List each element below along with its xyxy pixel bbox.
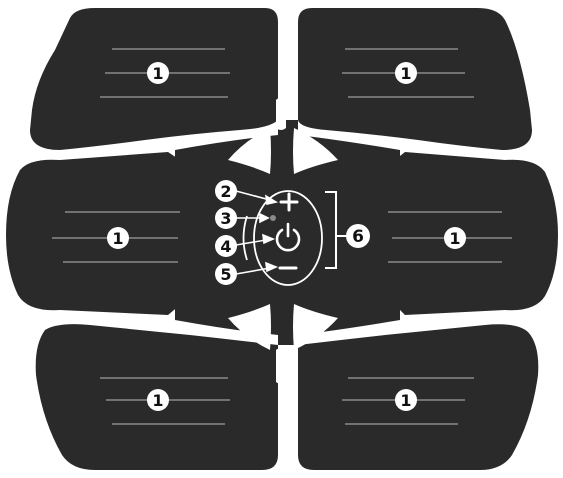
- svg-text:1: 1: [400, 391, 411, 410]
- zone-left-label: 1: [107, 227, 129, 249]
- svg-text:1: 1: [152, 64, 163, 83]
- callout-power: 4: [215, 235, 237, 257]
- zone-top-left-label: 1: [147, 62, 169, 84]
- svg-text:5: 5: [220, 265, 231, 284]
- svg-text:1: 1: [152, 391, 163, 410]
- svg-text:4: 4: [220, 237, 231, 256]
- svg-text:1: 1: [112, 229, 123, 248]
- indicator-light: [270, 215, 276, 221]
- svg-text:6: 6: [352, 227, 364, 247]
- zone-top-right-label: 1: [395, 62, 417, 84]
- callout-indicator: 3: [215, 207, 237, 229]
- svg-text:3: 3: [220, 209, 231, 228]
- callout-plus: 2: [215, 180, 237, 202]
- zone-bottom-left-label: 1: [147, 389, 169, 411]
- zone-bottom-right-label: 1: [395, 389, 417, 411]
- svg-text:2: 2: [220, 182, 231, 201]
- zone-right-label: 1: [444, 227, 466, 249]
- svg-text:1: 1: [449, 229, 460, 248]
- pad-body: [6, 8, 558, 470]
- svg-text:1: 1: [400, 64, 411, 83]
- callout-minus: 5: [215, 263, 237, 285]
- callout-control-panel: 6: [346, 224, 370, 248]
